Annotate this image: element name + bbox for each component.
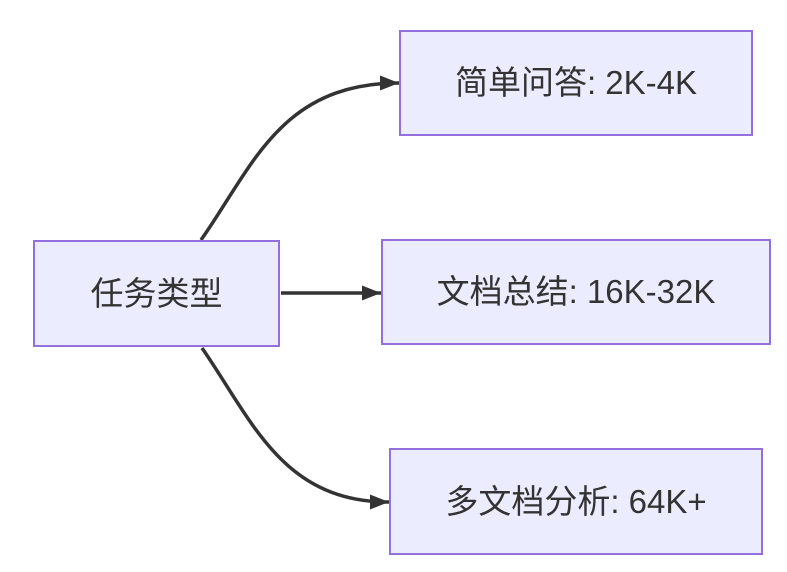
node-doc-summary-label: 文档总结: 16K-32K xyxy=(436,273,716,311)
node-simple-qa-label: 简单问答: 2K-4K xyxy=(454,64,698,102)
node-simple-qa: 简单问答: 2K-4K xyxy=(399,30,753,136)
node-multi-doc-analysis: 多文档分析: 64K+ xyxy=(389,448,763,555)
edge-task-type-to-simple-qa xyxy=(199,75,400,242)
node-task-type: 任务类型 xyxy=(33,240,280,347)
node-task-type-label: 任务类型 xyxy=(90,274,223,312)
edge-task-type-to-multi-doc-analysis xyxy=(200,347,390,510)
node-multi-doc-analysis-label: 多文档分析: 64K+ xyxy=(445,482,707,520)
node-doc-summary: 文档总结: 16K-32K xyxy=(381,239,771,345)
